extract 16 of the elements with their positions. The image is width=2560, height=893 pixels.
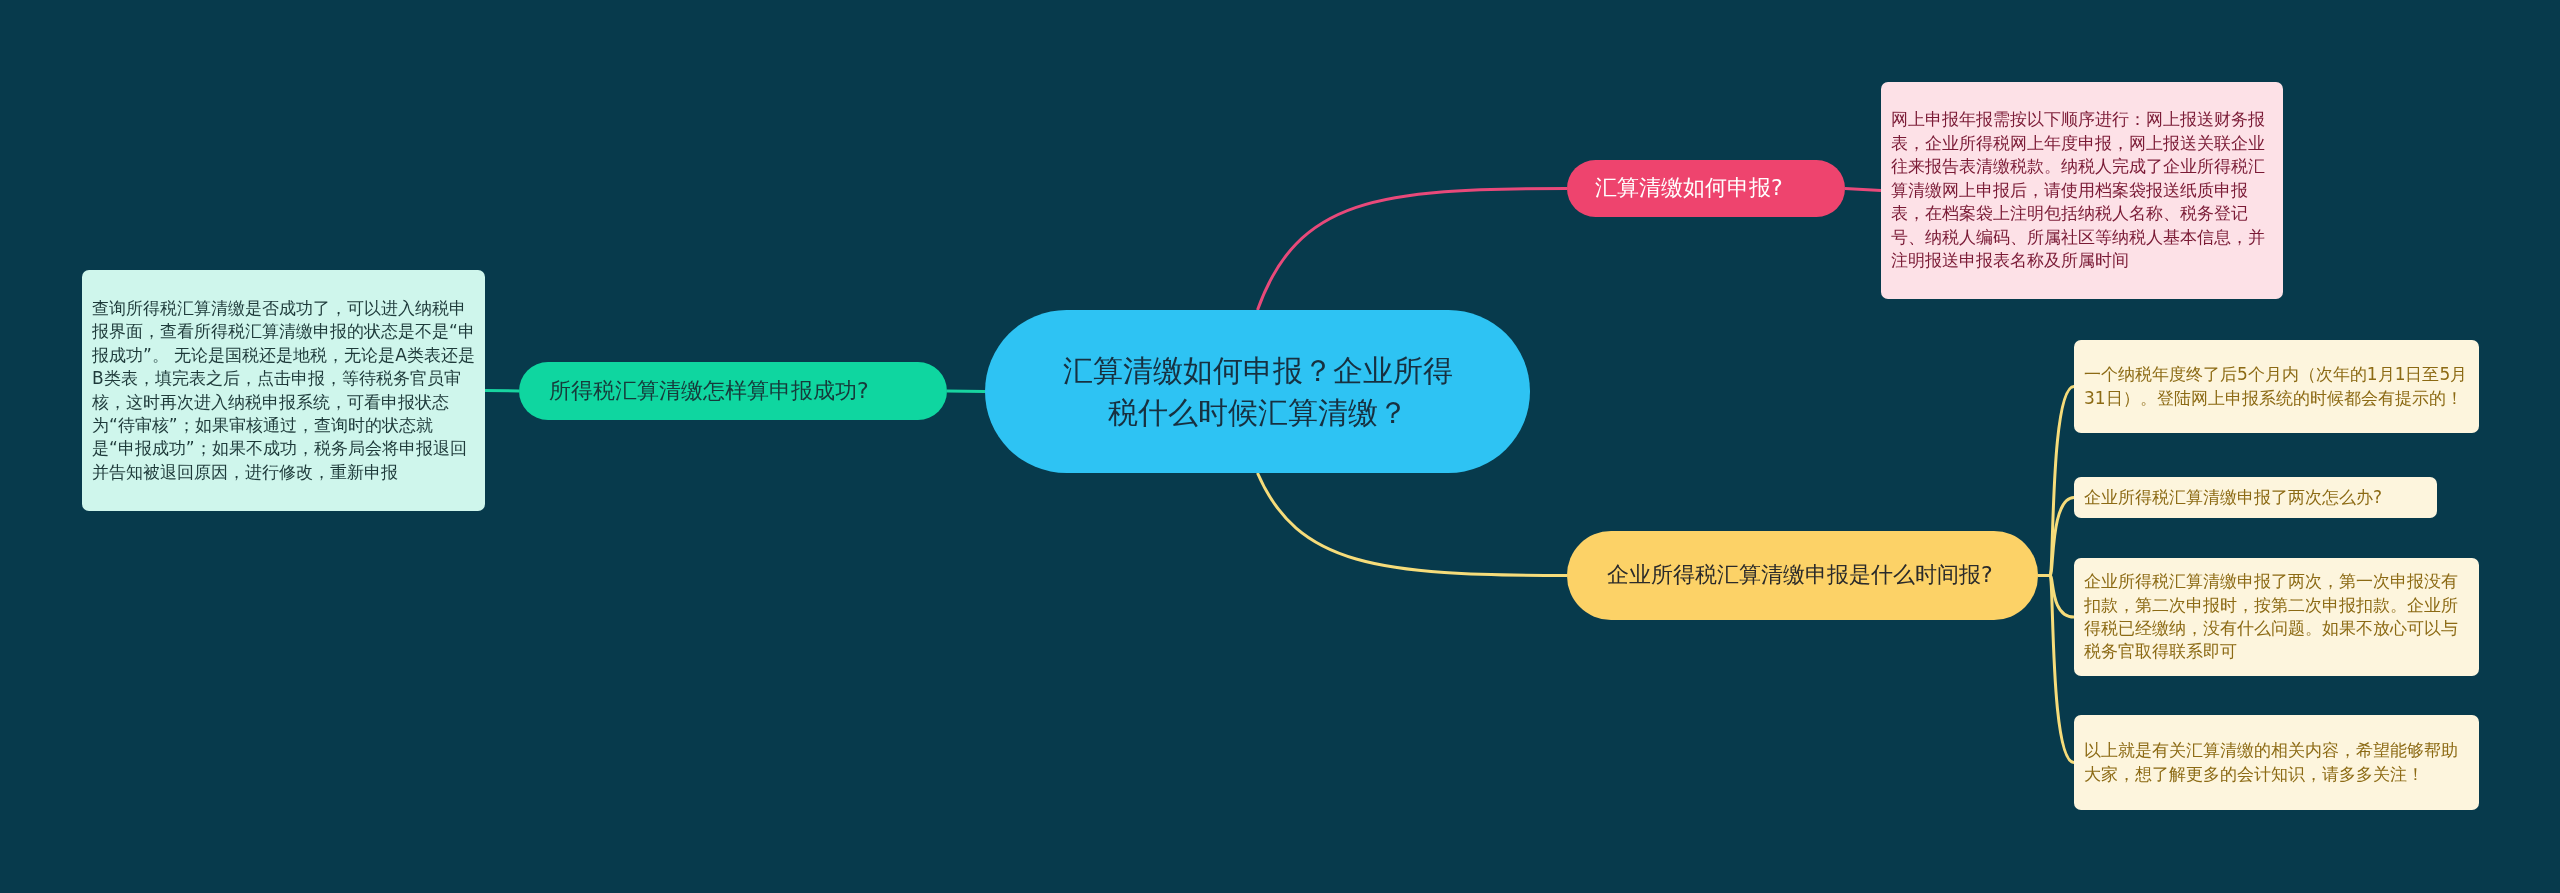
connector-line xyxy=(1256,187,1567,311)
note-card: 以上就是有关汇算清缴的相关内容，希望能够帮助大家，想了解更多的会计知识，请多多关注！ xyxy=(2074,715,2479,810)
central-topic: 汇算清缴如何申报？企业所得税什么时候汇算清缴？ xyxy=(985,310,1530,473)
connector-line xyxy=(1256,472,1567,577)
note-card: 查询所得税汇算清缴是否成功了，可以进入纳税申报界面，查看所得税汇算清缴申报的状态是不是“申报成功”。 无论是国税还是地税，无论是A类表还是B类表，填完表之后，点击申报，等待税务官员审核，这时再次进入纳税申报系统，可看申报状态为“待审核”；如果审核通过，查询时的状态就是“申报成功”；如果不成功，税务局会将申报退回并告知被退回原因，进行修改，重新申报 xyxy=(82,270,485,511)
connector-line xyxy=(2038,574,2075,764)
note-card: 企业所得税汇算清缴申报了两次怎么办? xyxy=(2074,477,2437,518)
branch-topic: 所得税汇算清缴怎样算申报成功? xyxy=(519,362,947,420)
note-card: 企业所得税汇算清缴申报了两次，第一次申报没有扣款，第二次申报时，按第二次申报扣款。企业所得税已经缴纳，没有什么问题。如果不放心可以与税务官取得联系即可 xyxy=(2074,558,2479,676)
connector-line xyxy=(484,389,520,393)
branch-topic: 企业所得税汇算清缴申报是什么时间报? xyxy=(1567,531,2038,620)
note-card: 网上申报年报需按以下顺序进行：网上报送财务报表，企业所得税网上年度申报，网上报送关联企业往来报告表清缴税款。纳税人完成了企业所得税汇算清缴网上申报后，请使用档案袋报送纸质申报表，在档案袋上注明包括纳税人名称、税务登记号、纳税人编码、所属社区等纳税人基本信息，并注明报送申报表名称及所属时间 xyxy=(1881,82,2283,299)
branch-topic: 汇算清缴如何申报? xyxy=(1567,160,1845,217)
note-card: 一个纳税年度终了后5个月内（次年的1月1日至5月31日）。登陆网上申报系统的时候都会有提示的！ xyxy=(2074,340,2479,433)
connector-line xyxy=(1844,187,1882,192)
connector-line xyxy=(946,389,986,393)
